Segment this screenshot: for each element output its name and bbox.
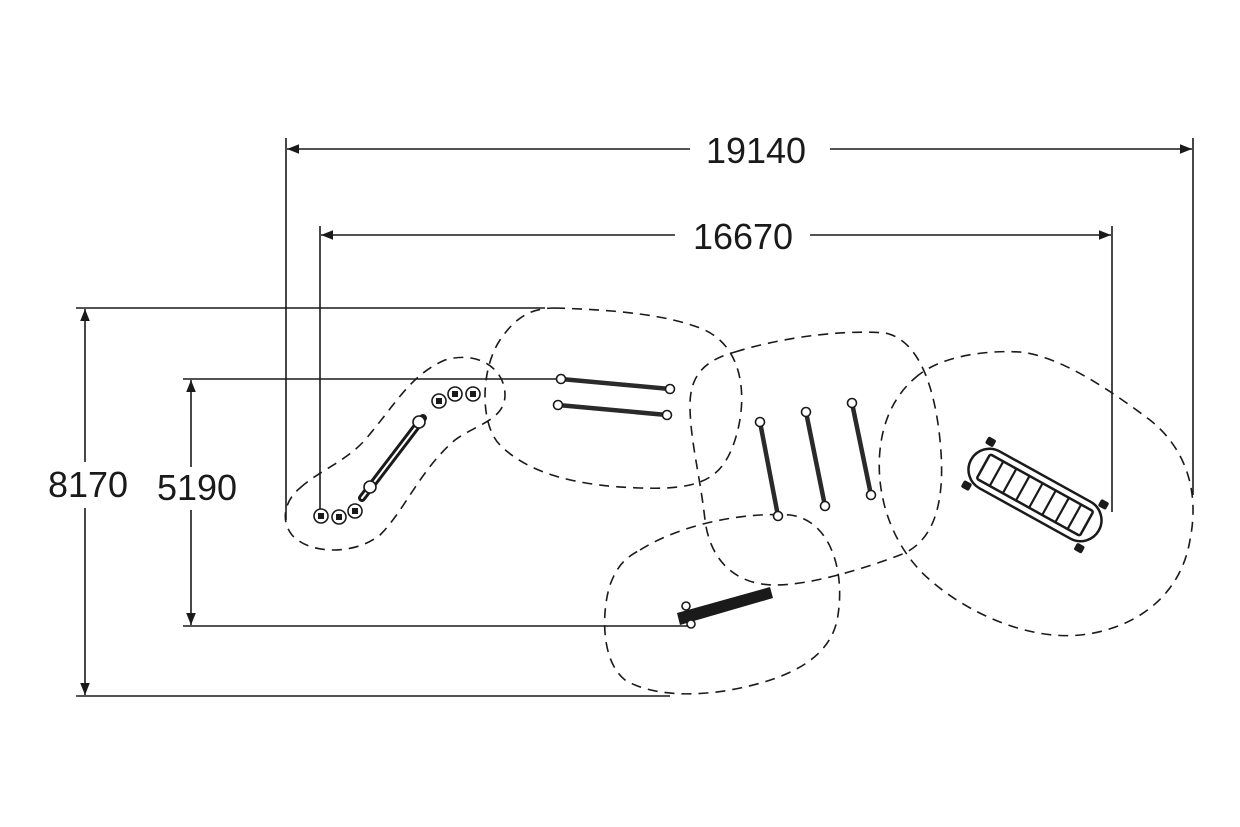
horizontal-ladder (961, 436, 1109, 554)
ladder-frame (967, 447, 1103, 543)
parallel-bar (555, 402, 670, 418)
angled-bar (757, 419, 781, 519)
stepping-post (331, 509, 347, 525)
safety-zone-parallel-bars (484, 307, 743, 490)
overall-width-label: 19140 (706, 130, 806, 171)
safety-zone-angled-bars (689, 331, 943, 586)
stepping-post (347, 503, 363, 519)
ladder-posts (961, 436, 1109, 554)
safety-zones (284, 307, 1194, 695)
stepping-post (447, 386, 463, 402)
angled-bars (754, 397, 877, 522)
dimension-overall-width: 19140 (285, 130, 1194, 520)
ladder-rails (976, 453, 1094, 537)
balance-beam (677, 587, 773, 629)
parallel-bar (558, 376, 673, 392)
stepping-post (431, 393, 447, 409)
dimension-inner-width: 16670 (319, 216, 1113, 512)
angled-bar (849, 400, 874, 498)
stepping-post (465, 386, 481, 402)
stepping-posts-and-log (313, 386, 481, 525)
stepping-post (313, 508, 329, 524)
log-end-post (363, 480, 377, 494)
angled-bar (803, 409, 828, 509)
safety-zone-ladder (878, 350, 1194, 637)
log-end-post (412, 415, 426, 429)
inner-depth-label: 5190 (157, 467, 237, 508)
dimension-inner-depth: 5190 (157, 378, 690, 627)
balance-beam-plank (677, 587, 773, 625)
parallel-bars (552, 373, 676, 421)
dimension-overall-depth: 8170 (48, 307, 670, 697)
safety-zone-balance-beam (603, 513, 841, 695)
overall-depth-label: 8170 (48, 464, 128, 505)
ladder-rungs (988, 460, 1083, 530)
inner-width-label: 16670 (693, 216, 793, 257)
